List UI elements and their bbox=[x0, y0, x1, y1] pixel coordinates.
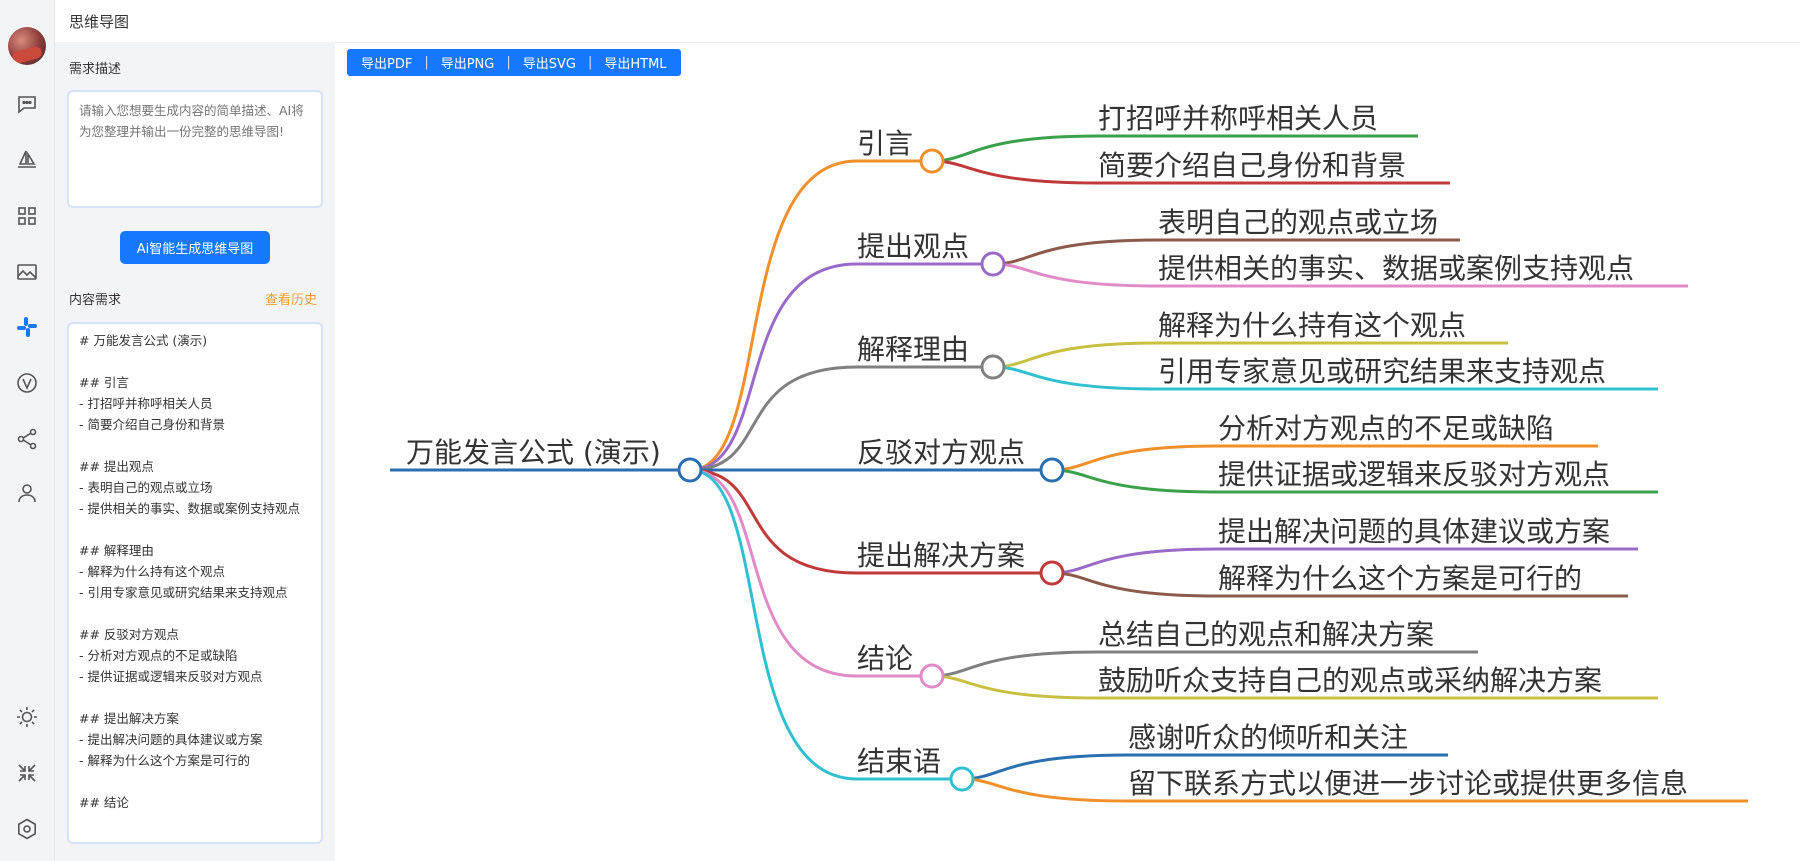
leaf-connector bbox=[931, 134, 1418, 163]
collapse-icon[interactable] bbox=[15, 761, 39, 785]
branch-node-toggle[interactable] bbox=[980, 354, 1006, 380]
branch-node-label[interactable]: 提出解决方案 bbox=[857, 539, 1025, 572]
export-toolbar: 导出PDF | 导出PNG | 导出SVG | 导出HTML bbox=[347, 49, 681, 76]
avatar[interactable] bbox=[8, 27, 46, 65]
image-icon[interactable] bbox=[15, 260, 39, 284]
leaf-node-label[interactable]: 打招呼并称呼相关人员 bbox=[1098, 102, 1378, 135]
branch-node-label[interactable]: 反驳对方观点 bbox=[857, 436, 1025, 469]
branch-connector bbox=[689, 159, 932, 472]
branch-node-toggle[interactable] bbox=[919, 663, 945, 689]
branch-node-label[interactable]: 结论 bbox=[857, 642, 913, 675]
export-pdf-button[interactable]: 导出PDF bbox=[361, 57, 413, 72]
leaf-connector bbox=[992, 341, 1508, 369]
generate-mindmap-button[interactable]: Ai智能生成思维导图 bbox=[120, 231, 270, 264]
icon-rail bbox=[0, 0, 55, 861]
branch-node-toggle[interactable] bbox=[919, 148, 945, 174]
branch-node-label[interactable]: 引言 bbox=[857, 127, 913, 160]
leaf-node-label[interactable]: 表明自己的观点或立场 bbox=[1158, 206, 1438, 239]
leaf-node-label[interactable]: 解释为什么这个方案是可行的 bbox=[1218, 562, 1582, 595]
leaf-node-label[interactable]: 提出解决问题的具体建议或方案 bbox=[1218, 515, 1610, 548]
branch-connector bbox=[689, 468, 962, 781]
branch-node-toggle[interactable] bbox=[1039, 560, 1065, 586]
export-svg-button[interactable]: 导出SVG bbox=[522, 57, 576, 72]
user-icon[interactable] bbox=[15, 481, 39, 505]
branch-node-label[interactable]: 解释理由 bbox=[857, 333, 969, 366]
branch-node-toggle[interactable] bbox=[1039, 457, 1065, 483]
grid-icon[interactable] bbox=[15, 204, 39, 228]
leaf-node-label[interactable]: 提供证据或逻辑来反驳对方观点 bbox=[1218, 458, 1610, 491]
branch-node-toggle[interactable] bbox=[949, 766, 975, 792]
leaf-connector bbox=[961, 777, 1748, 803]
requirement-input[interactable] bbox=[67, 90, 323, 208]
root-node-label[interactable]: 万能发言公式 (演示) bbox=[406, 436, 661, 469]
content-label: 内容需求 bbox=[69, 293, 122, 308]
branch-node-label[interactable]: 结束语 bbox=[857, 745, 941, 778]
leaf-connector bbox=[1051, 444, 1598, 472]
app-title: 思维导图 bbox=[69, 13, 130, 31]
export-separator: | bbox=[587, 55, 593, 70]
leaf-node-label[interactable]: 分析对方观点的不足或缺陷 bbox=[1218, 412, 1554, 445]
slack-icon[interactable] bbox=[15, 315, 39, 339]
export-html-button[interactable]: 导出HTML bbox=[604, 57, 667, 72]
leaf-connector bbox=[1051, 468, 1658, 494]
leaf-connector bbox=[961, 753, 1448, 781]
leaf-node-label[interactable]: 简要介绍自己身份和背景 bbox=[1098, 149, 1406, 182]
settings-icon[interactable] bbox=[15, 817, 39, 841]
leaf-node-label[interactable]: 鼓励听众支持自己的观点或采纳解决方案 bbox=[1098, 664, 1602, 697]
view-history-link[interactable]: 查看历史 bbox=[265, 293, 318, 308]
v-icon[interactable] bbox=[15, 371, 39, 395]
leaf-node-label[interactable]: 引用专家意见或研究结果来支持观点 bbox=[1158, 355, 1606, 388]
leaf-node-label[interactable]: 感谢听众的倾听和关注 bbox=[1128, 721, 1408, 754]
root-node-toggle[interactable] bbox=[677, 457, 703, 483]
leaf-connector bbox=[931, 674, 1658, 700]
branch-connector bbox=[689, 468, 1052, 575]
leaf-node-label[interactable]: 解释为什么持有这个观点 bbox=[1158, 309, 1466, 342]
branch-connector bbox=[689, 365, 993, 472]
export-separator: | bbox=[424, 55, 429, 70]
content-editor[interactable]: # 万能发言公式 (演示) ## 引言 - 打招呼并称呼相关人员 - 简要介绍自… bbox=[67, 322, 323, 844]
leaf-connector bbox=[992, 238, 1460, 266]
sun-icon[interactable] bbox=[15, 705, 39, 729]
share-icon[interactable] bbox=[15, 427, 39, 451]
leaf-connector bbox=[931, 159, 1450, 185]
branch-connector bbox=[689, 262, 993, 472]
sailboat-icon[interactable] bbox=[15, 148, 39, 172]
leaf-connector bbox=[1051, 547, 1638, 575]
leaf-node-label[interactable]: 提供相关的事实、数据或案例支持观点 bbox=[1158, 252, 1634, 285]
leaf-node-label[interactable]: 总结自己的观点和解决方案 bbox=[1098, 618, 1434, 651]
branch-node-toggle[interactable] bbox=[980, 251, 1006, 277]
branch-node-label[interactable]: 提出观点 bbox=[857, 230, 969, 263]
leaf-connector bbox=[1051, 571, 1628, 598]
requirement-label: 需求描述 bbox=[69, 62, 122, 77]
chat-icon[interactable] bbox=[15, 92, 39, 116]
export-separator: | bbox=[506, 55, 511, 70]
leaf-connector bbox=[931, 650, 1478, 678]
leaf-connector bbox=[992, 262, 1688, 288]
branch-connector bbox=[689, 468, 932, 678]
leaf-node-label[interactable]: 留下联系方式以便进一步讨论或提供更多信息 bbox=[1128, 767, 1688, 800]
export-png-button[interactable]: 导出PNG bbox=[440, 57, 495, 72]
top-bar bbox=[55, 0, 1800, 43]
leaf-connector bbox=[992, 365, 1658, 391]
